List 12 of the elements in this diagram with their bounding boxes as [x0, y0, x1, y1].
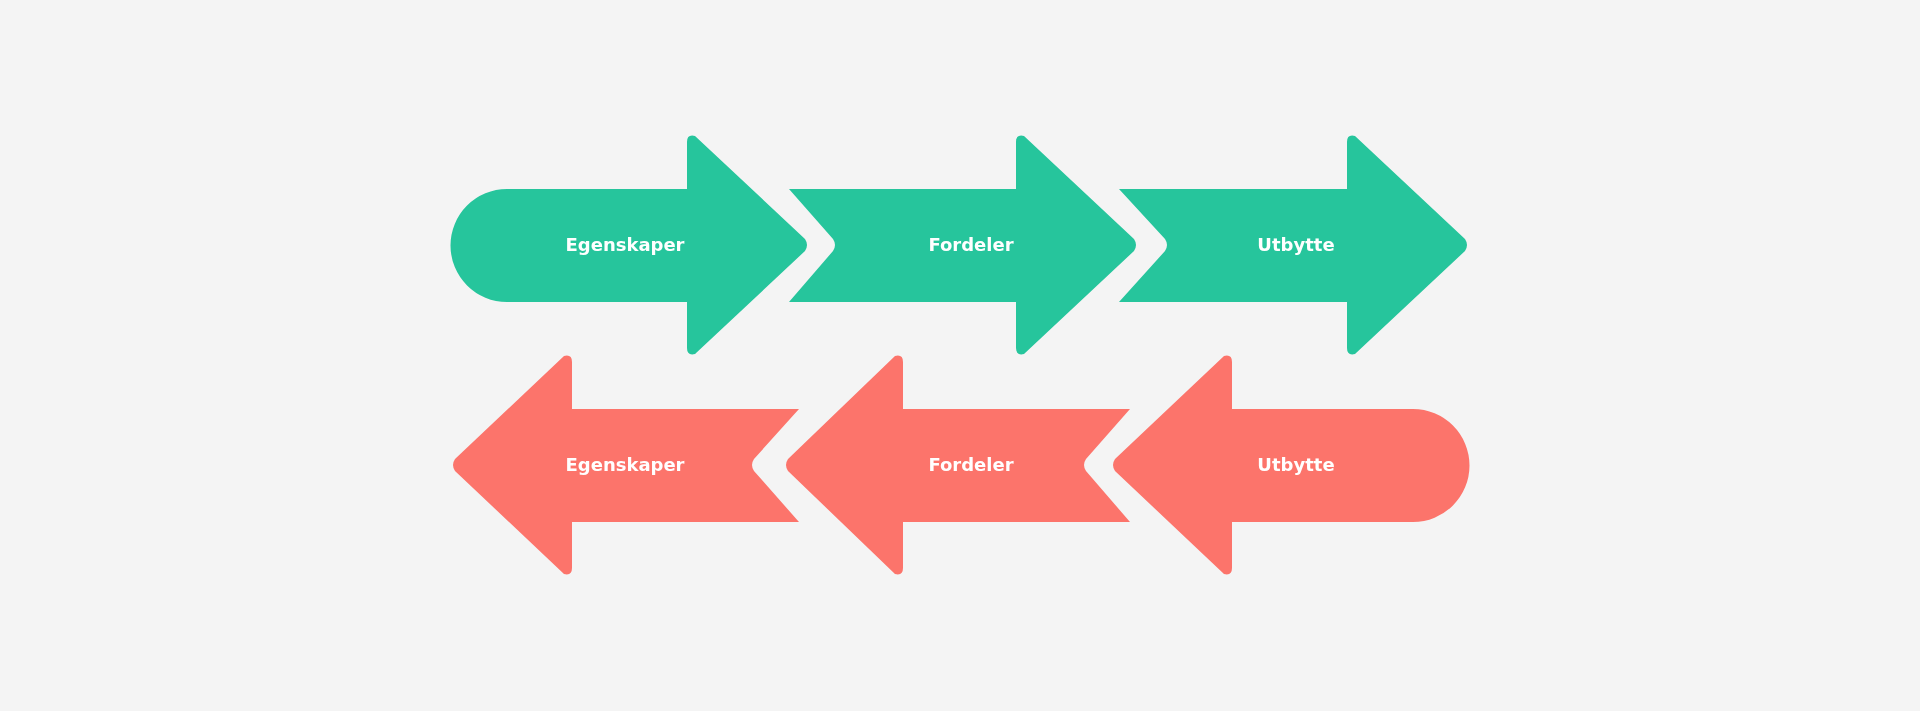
arrow-label: Utbytte	[1257, 234, 1335, 256]
arrow-label: Egenskaper	[565, 454, 685, 476]
arrow-label: Fordeler	[928, 234, 1014, 256]
left-arrow-shape	[784, 354, 1130, 576]
right-arrow-shape	[789, 134, 1138, 356]
arrow-label: Egenskaper	[565, 234, 685, 256]
left-arrow-shape	[451, 354, 799, 576]
right-arrow-shape	[451, 134, 809, 356]
arrow-label: Fordeler	[928, 454, 1014, 476]
left-arrow-shape	[1111, 354, 1469, 576]
right-arrow-shape	[1119, 134, 1469, 356]
arrow-label: Utbytte	[1257, 454, 1335, 476]
